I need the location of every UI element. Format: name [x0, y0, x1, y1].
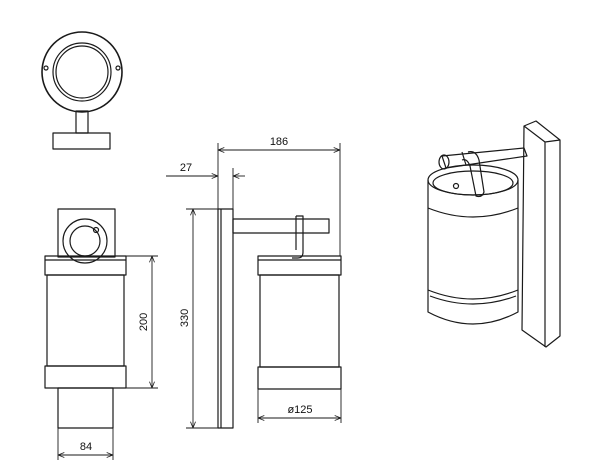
front-view-hook-inner: [69, 225, 101, 257]
iso-top-screw: [452, 182, 460, 190]
dim-label-overall-depth: 186: [270, 136, 288, 148]
dim-label-overall-height: 330: [179, 309, 191, 327]
dim-overall-depth: [217, 143, 341, 256]
side-view-hook: [292, 215, 304, 259]
side-view-bottom-ring: [257, 366, 342, 390]
top-view-lens-inner: [55, 45, 109, 99]
dim-plate-thickness: [166, 168, 245, 209]
front-view-hook-screw: [92, 226, 100, 234]
dim-overall-height: [186, 208, 218, 429]
dim-label-plate-thickness: 27: [180, 162, 192, 174]
iso-hook: [461, 151, 485, 198]
iso-top-inner: [432, 170, 514, 196]
iso-arm-detail: [461, 151, 467, 166]
front-view-glass: [46, 274, 125, 367]
side-view-glass: [259, 274, 340, 368]
top-view-outer-ring: [41, 31, 123, 113]
iso-arm: [441, 147, 528, 169]
top-view-screw-right: [115, 65, 121, 71]
side-view: [217, 208, 342, 429]
front-view-wall-plate: [57, 208, 116, 258]
iso-wall-plate-edge: [523, 125, 561, 347]
top-view-lens: [52, 42, 112, 102]
top-view-screw-left: [43, 65, 49, 71]
dim-body-width: [57, 428, 114, 460]
front-view: [44, 208, 127, 429]
iso-bottom-rim: [427, 300, 519, 325]
top-view-base-plate: [52, 132, 111, 150]
dim-diameter: [257, 389, 342, 423]
iso-ring-top-inner: [429, 295, 517, 305]
isometric-view: [427, 120, 561, 348]
dim-label-body-width: 84: [80, 441, 92, 453]
front-view-bottom-ring: [44, 365, 127, 389]
iso-cap-bottom: [427, 207, 519, 218]
side-view-arm: [232, 218, 330, 234]
top-view: [41, 31, 123, 150]
front-view-top-cap: [44, 255, 127, 276]
front-view-hook-outer: [62, 218, 108, 264]
dim-body-height: [126, 255, 158, 389]
iso-ring-top: [427, 289, 519, 300]
front-view-wall-box: [57, 387, 114, 429]
dim-label-diameter: ø125: [287, 404, 312, 416]
side-view-wall-plate: [217, 208, 234, 429]
iso-wall-plate: [521, 120, 561, 348]
side-view-top-cap: [257, 255, 342, 276]
dim-label-body-height: 200: [138, 313, 150, 331]
top-view-arm: [75, 110, 89, 134]
